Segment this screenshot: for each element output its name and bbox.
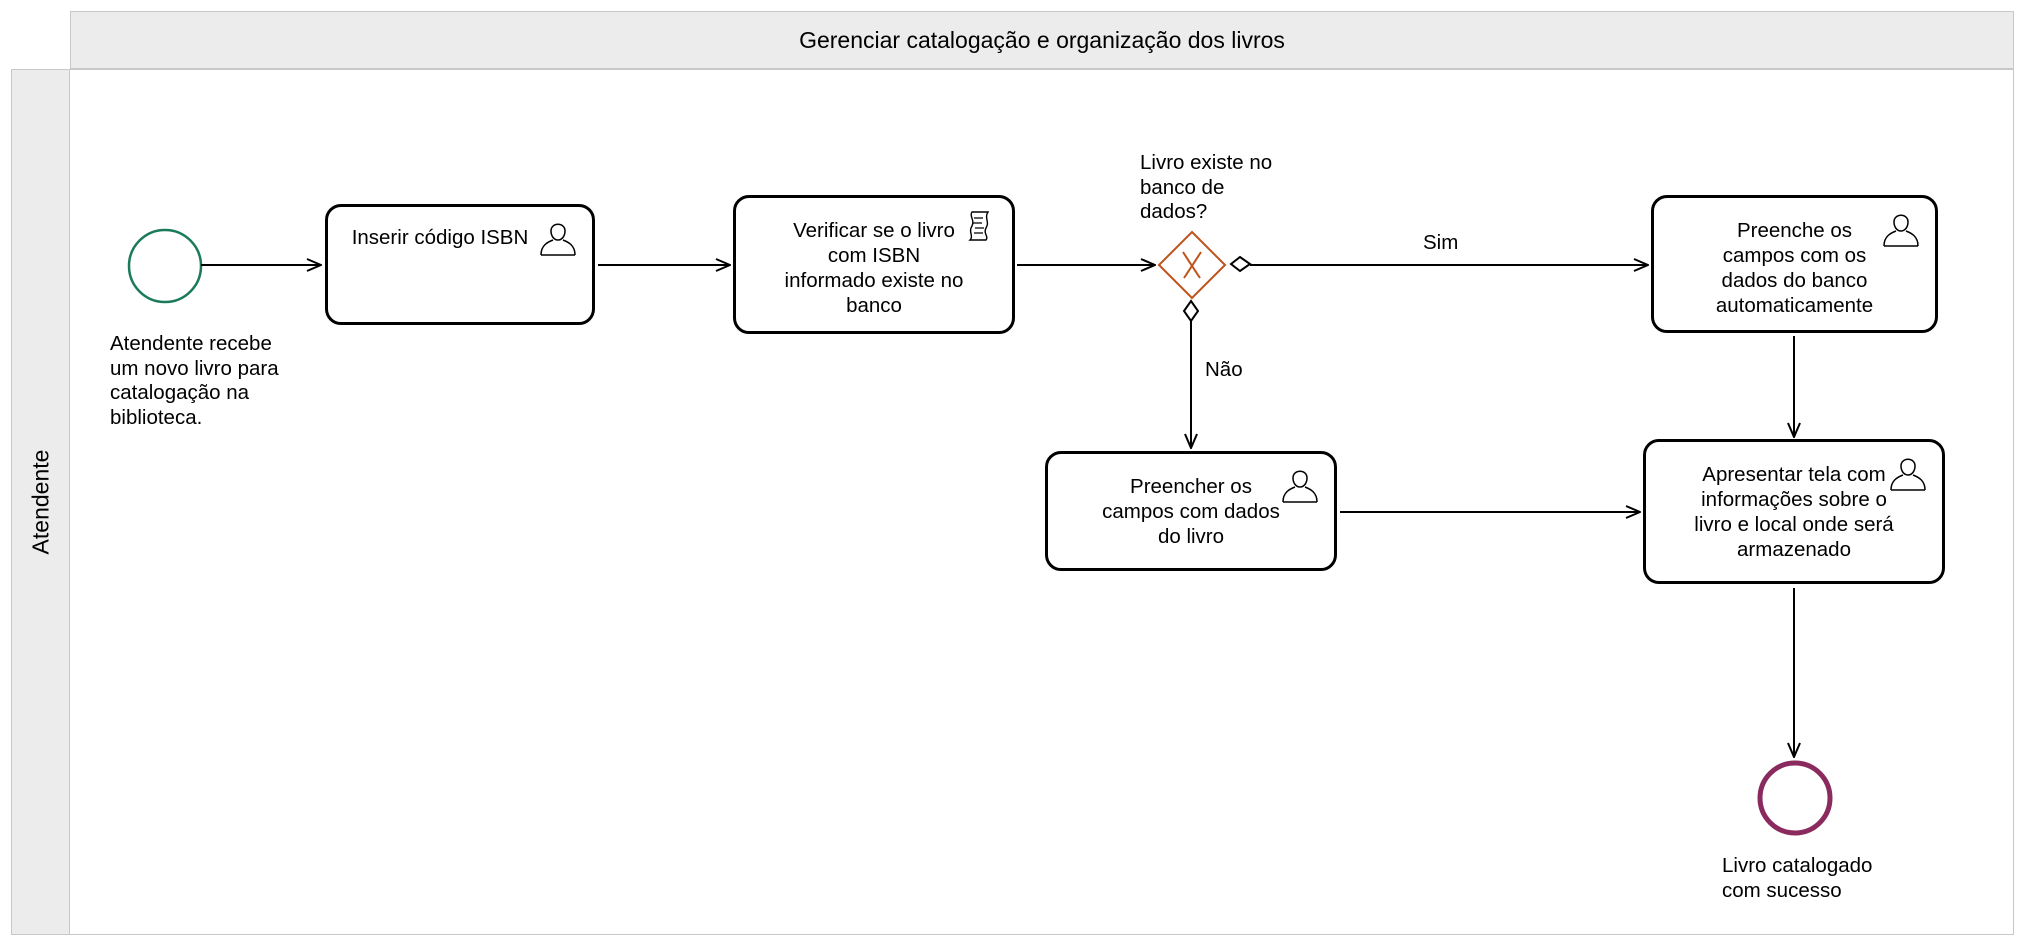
pool-title: Gerenciar catalogação e organização dos … bbox=[799, 26, 1285, 53]
end-event bbox=[1757, 760, 1833, 836]
user-icon bbox=[1282, 470, 1318, 503]
end-event-label: Livro catalogado com sucesso bbox=[1722, 854, 1873, 902]
start-event bbox=[127, 228, 203, 304]
start-event-label: Atendente recebe um novo livro para cata… bbox=[110, 332, 279, 429]
task-show-info: Apresentar tela com informações sobre o … bbox=[1643, 439, 1945, 584]
conditional-marker-yes bbox=[1229, 255, 1252, 273]
user-icon bbox=[540, 223, 576, 256]
conditional-marker-no bbox=[1182, 299, 1200, 323]
task-insert-isbn: Inserir código ISBN bbox=[325, 204, 595, 325]
gateway-x-icon bbox=[1182, 251, 1202, 279]
pool-header: Gerenciar catalogação e organização dos … bbox=[70, 11, 2014, 69]
task-verify-isbn: Verificar se o livro com ISBN informado … bbox=[733, 195, 1015, 334]
exclusive-gateway bbox=[1157, 230, 1227, 300]
task-auto-fill: Preenche os campos com os dados do banco… bbox=[1651, 195, 1938, 333]
script-icon bbox=[968, 211, 990, 241]
lane-header: Atendente bbox=[11, 69, 70, 935]
flow-label-yes: Sim bbox=[1423, 231, 1459, 254]
user-icon bbox=[1890, 458, 1926, 491]
task-manual-fill: Preencher os campos com dados do livro bbox=[1045, 451, 1337, 571]
gateway-question: Livro existe no banco de dados? bbox=[1140, 151, 1273, 223]
flow-label-no: Não bbox=[1205, 358, 1243, 381]
user-icon bbox=[1883, 214, 1919, 247]
